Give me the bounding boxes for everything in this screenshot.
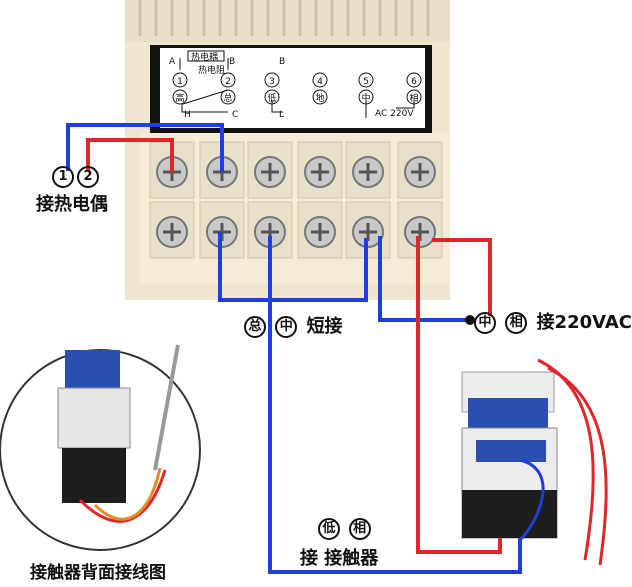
panel-terminal-1-circle: [172, 72, 188, 88]
panel-terminal-labels: 1 高 2 总 3 低 4 地 5 中 6 相: [172, 72, 422, 105]
contactor-circle-1: 低: [318, 518, 340, 540]
panel-terminal-4-number: 4: [317, 77, 323, 87]
panel-terminal-5-number: 5: [363, 77, 369, 87]
power-wires: [218, 232, 522, 574]
ac-terminal-dot: [465, 315, 475, 325]
panel-terminal-6-number: 6: [411, 77, 417, 87]
letter-a: A: [169, 57, 176, 67]
panel-terminal-5-circle: [358, 72, 374, 88]
letter-b2: B: [279, 57, 285, 67]
panel-terminal-3-number: 3: [269, 77, 275, 87]
letter-l: L: [279, 110, 284, 120]
screw-terminals: [149, 141, 443, 259]
blue-wire-to-contactor: [268, 236, 522, 574]
contactor-back-inset: [0, 344, 201, 551]
letter-b1: B: [229, 57, 235, 67]
contactor-text-2: 接触器: [324, 548, 379, 569]
panel-terminal-3-sub-label: 低: [267, 92, 276, 104]
ac-220v-label: AC 220V: [375, 109, 414, 119]
panel-terminal-5-sub-circle: [358, 89, 374, 105]
panel-terminal-2-number: 2: [225, 77, 231, 87]
panel-terminal-2-sub-label: 总: [223, 92, 232, 104]
contactor-circle-2: 相: [348, 518, 371, 540]
wiring-svg: 热电耦 热电阻 A B B H C L 1 高 2 总 3 低 4 地 5 中 6 相 AC 220V: [0, 0, 608, 574]
thermo-number-1: 1: [52, 166, 74, 188]
panel-terminal-2-circle: [220, 72, 236, 88]
contactor: [461, 358, 608, 566]
panel-terminal-4-sub-circle: [312, 89, 328, 105]
heater-label: 热电阻: [198, 64, 225, 76]
terminal-label-panel: 热电耦 热电阻 A B B H C L 1 高 2 总 3 低 4 地 5 中 6 相 AC 220V: [150, 45, 432, 135]
letter-c: C: [232, 110, 238, 120]
thermo-number-2: 2: [77, 166, 99, 188]
panel-terminal-6-sub-circle: [406, 89, 422, 105]
short-circle-2: 中: [275, 316, 298, 338]
ac-input-label: 中 相 接220VAC: [474, 308, 632, 334]
blue-ac-neutral-wire: [378, 236, 466, 322]
letter-h: H: [184, 110, 191, 120]
contactor-text-1: 接: [300, 548, 318, 569]
blue-short-wire: [218, 232, 368, 302]
terminal-block: [140, 133, 450, 283]
short-circle-1: 总: [244, 316, 266, 338]
thermocouple-box-label: 热电耦: [191, 51, 218, 63]
panel-terminal-1-sub-circle: [172, 89, 188, 105]
short-connection-label: 总 中 短接: [244, 312, 343, 338]
ac-circle-1: 中: [474, 312, 496, 334]
thermocouple-wires: [66, 123, 224, 172]
red-ac-phase-wire: [432, 238, 492, 316]
panel-terminal-4-sub-label: 地: [315, 92, 324, 104]
blue-wire-terminal-2: [66, 123, 224, 172]
thermocouple-label: 接热电偶: [36, 194, 108, 215]
red-wire-terminal-1: [86, 138, 174, 172]
ac-text: 接220VAC: [536, 312, 632, 333]
panel-terminal-6-circle: [406, 72, 422, 88]
contactor-circles: 低 相: [318, 518, 374, 540]
contactor-label: 接 接触器: [300, 544, 378, 570]
panel-terminal-1-sub-label: 高: [175, 92, 184, 104]
inset-caption: 接触器背面接线图: [30, 563, 166, 583]
panel-terminal-1-number: 1: [177, 77, 183, 87]
panel-terminal-4-circle: [312, 72, 328, 88]
panel-terminal-6-sub-label: 相: [409, 92, 418, 104]
ac-circle-2: 相: [505, 312, 528, 334]
short-text: 短接: [306, 316, 343, 337]
panel-terminal-2-sub-circle: [220, 89, 236, 105]
panel-terminal-3-sub-circle: [264, 89, 280, 105]
panel-terminal-5-sub-label: 中: [361, 92, 370, 104]
panel-terminal-3-circle: [264, 72, 280, 88]
